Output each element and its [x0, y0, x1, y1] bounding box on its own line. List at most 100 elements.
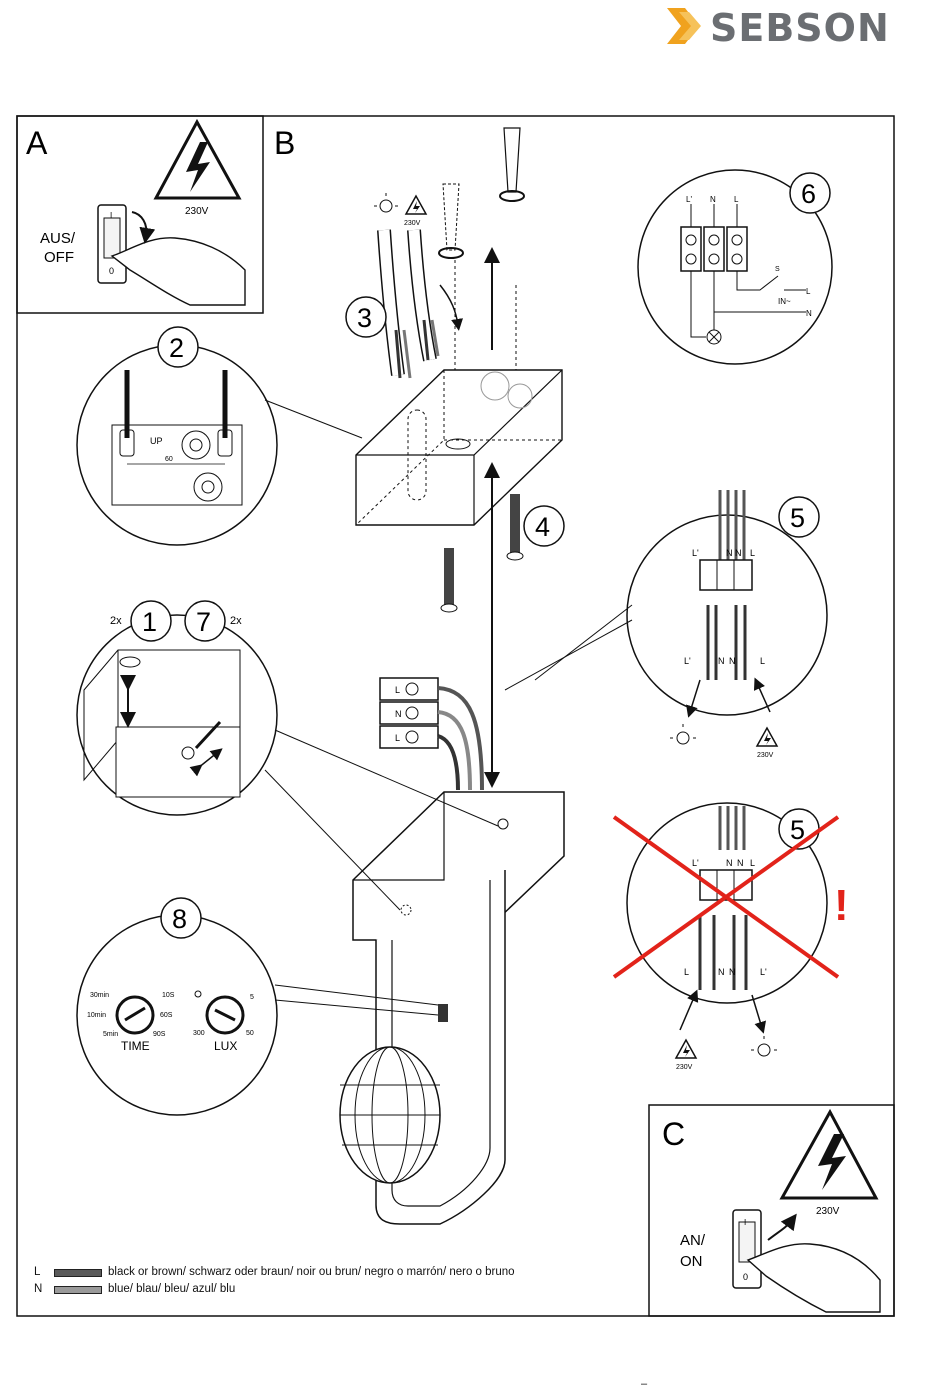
dimension-label: 60 — [165, 456, 173, 463]
svg-text:N: N — [735, 548, 742, 558]
svg-text:5min: 5min — [103, 1031, 118, 1038]
panel-a-frame — [16, 115, 264, 314]
hand-icon — [746, 1243, 881, 1313]
step-number-6: 6 — [801, 179, 816, 209]
panel-b-letter: B — [274, 125, 295, 161]
wire-swatch-l — [54, 1268, 102, 1277]
terminal-letter: N — [395, 709, 402, 719]
step-number-5: 5 — [790, 503, 805, 533]
svg-text:230V: 230V — [676, 1064, 693, 1071]
step-1-count: 2x — [110, 615, 122, 627]
svg-text:N: N — [710, 195, 716, 204]
svg-text:60S: 60S — [160, 1012, 173, 1019]
outer-frame — [16, 115, 895, 1317]
step-number-5-wrong: 5 — [790, 815, 805, 845]
svg-text:L': L' — [692, 548, 699, 558]
high-voltage-warning-icon — [779, 1108, 879, 1200]
panel-a-switch-off: 230V AUS/ OFF I 0 — [40, 118, 246, 306]
legend-text: blue/ blau/ bleu/ azul/ blu — [108, 1283, 236, 1295]
svg-text:230V: 230V — [404, 220, 421, 227]
screw-icon — [440, 548, 458, 613]
svg-text:N: N — [737, 858, 744, 868]
legend-text: black or brown/ schwarz oder braun/ noir… — [108, 1266, 515, 1278]
svg-text:10S: 10S — [162, 992, 175, 999]
hand-icon — [110, 237, 246, 306]
svg-text:N: N — [718, 967, 725, 977]
step-5-correct-wiring: L' N N L L' N N L — [684, 490, 771, 718]
time-label: TIME — [121, 1039, 150, 1053]
terminal-block: L N L — [379, 677, 484, 791]
step-number-2: 2 — [169, 333, 184, 363]
footer-dash: – — [641, 1378, 648, 1390]
svg-text:30min: 30min — [90, 992, 109, 999]
svg-text:I: I — [744, 1218, 746, 1227]
svg-text:0: 0 — [109, 266, 114, 276]
wall-plug-icon — [499, 127, 525, 202]
svg-text:L': L' — [686, 195, 692, 204]
svg-text:L': L' — [684, 656, 691, 666]
panel-c-label-line1: AN/ — [680, 1232, 706, 1249]
step-number-4: 4 — [535, 512, 550, 542]
legend-row-n: N blue/ blau/ bleu/ azul/ blu — [34, 1281, 515, 1298]
legend-row-l: L black or brown/ schwarz oder braun/ no… — [34, 1264, 515, 1281]
svg-text:N: N — [806, 309, 812, 318]
legend-key: N — [34, 1283, 43, 1295]
step-number-7: 7 — [196, 607, 211, 637]
terminal-letter: L — [395, 733, 400, 743]
switch-label: S — [775, 266, 780, 273]
svg-text:L': L' — [760, 967, 767, 977]
terminal-letter: L — [395, 685, 400, 695]
svg-text:5: 5 — [250, 994, 254, 1001]
lux-dial: 5 300 50 LUX — [193, 990, 254, 1053]
lightning-bolt-icon — [186, 142, 210, 192]
lux-label: LUX — [214, 1039, 237, 1053]
svg-text:N: N — [729, 967, 736, 977]
brand-logo: SEBSON — [665, 4, 895, 50]
supply-cables-icon — [377, 229, 464, 379]
mounting-box — [355, 369, 563, 526]
svg-text:L: L — [734, 195, 739, 204]
dial-icon — [438, 1004, 448, 1022]
lamp-icon — [374, 193, 398, 213]
step-number-1: 1 — [142, 607, 157, 637]
warning-mark: ! — [834, 881, 849, 930]
wiring-schematic: L' N L S IN~ L N — [680, 195, 812, 345]
panel-c-switch-on: 230V AN/ ON I 0 — [680, 1108, 881, 1313]
step-2-detail: UP 60 — [111, 370, 243, 506]
svg-text:L': L' — [692, 858, 699, 868]
wire-color-legend: L black or brown/ schwarz oder braun/ no… — [34, 1264, 515, 1298]
lightning-bolt-icon — [818, 1134, 846, 1190]
svg-text:10min: 10min — [87, 1012, 106, 1019]
detail-circle-5-wrong — [626, 802, 828, 1004]
step-1-7-detail — [83, 649, 241, 798]
svg-text:L: L — [760, 656, 765, 666]
turn-off-arrow-icon — [131, 211, 156, 244]
svg-text:230V: 230V — [757, 752, 774, 759]
time-dial: 30min 10S 10min 60S 5min 90S TIME — [87, 992, 175, 1053]
panel-c-label-line2: ON — [680, 1253, 703, 1270]
panel-c-frame — [648, 1104, 895, 1317]
up-label: UP — [150, 436, 163, 446]
svg-text:300: 300 — [193, 1030, 205, 1037]
svg-text:N: N — [718, 656, 725, 666]
lamp-icon — [751, 1036, 777, 1057]
screwdriver-icon — [194, 720, 222, 750]
svg-text:N: N — [729, 656, 736, 666]
high-voltage-warning-icon — [153, 118, 242, 200]
detail-circle-8 — [76, 914, 278, 1116]
svg-text:L: L — [750, 548, 755, 558]
wall-plug-icon — [438, 183, 464, 259]
panel-c-letter: C — [662, 1116, 685, 1152]
turn-on-arrow-icon — [767, 1213, 797, 1241]
svg-text:L: L — [806, 287, 811, 296]
panel-a-letter: A — [26, 125, 48, 161]
legend-key: L — [34, 1266, 41, 1278]
lamp-icon — [670, 724, 696, 745]
voltage-warning-small-icon: 230V — [404, 194, 428, 227]
svg-text:90S: 90S — [153, 1031, 166, 1038]
svg-text:L: L — [750, 858, 755, 868]
panel-a-voltage: 230V — [185, 206, 209, 217]
brand-name: SEBSON — [710, 6, 890, 50]
